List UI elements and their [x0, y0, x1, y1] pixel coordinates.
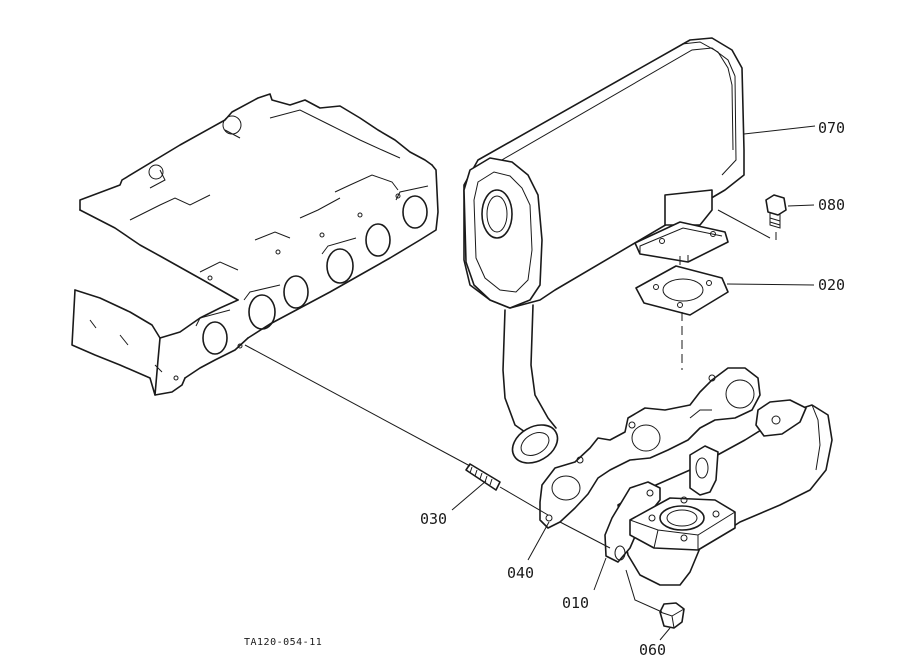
callout-030: 030 [420, 510, 447, 528]
callout-060: 060 [639, 641, 666, 659]
callout-010: 010 [562, 594, 589, 612]
callout-020: 020 [818, 276, 845, 294]
callout-040: 040 [507, 564, 534, 582]
manifold-gasket-icon [539, 367, 761, 529]
gasket-icon [635, 265, 729, 316]
bolt-icon [765, 194, 787, 229]
assembly-lines [244, 209, 777, 613]
muffler-icon [463, 37, 745, 464]
callout-080: 080 [818, 196, 845, 214]
callout-070: 070 [818, 119, 845, 137]
exhaust-manifold-icon [604, 399, 833, 586]
stud-bolt-icon [465, 463, 501, 491]
nut-icon [659, 602, 685, 629]
leader-lines [451, 125, 816, 641]
cylinder-head-icon [71, 93, 439, 396]
drawing-code: TA120-054-11 [244, 637, 322, 648]
